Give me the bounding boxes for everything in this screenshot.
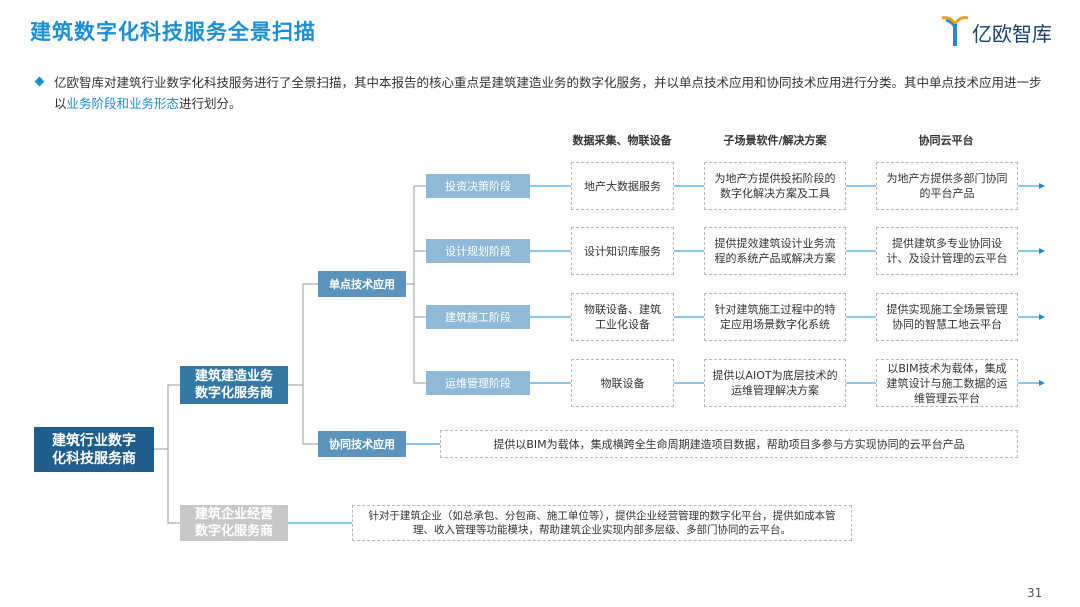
cloud-box-operation: 以BIM技术为载体，集成建筑设计与施工数据的运维管理云平台: [876, 359, 1018, 407]
root-node: 建筑行业数字化科技服务商: [34, 427, 154, 472]
enterprise-services-node: 建筑企业经营数字化服务商: [180, 505, 288, 541]
cloud-box-investment: 为地产方提供多部门协同的平台产品: [876, 162, 1018, 210]
collab-node: 协同技术应用: [318, 431, 406, 457]
single-point-node: 单点技术应用: [318, 271, 406, 297]
brand-logo-icon: [941, 16, 969, 46]
page-number: 31: [1027, 586, 1043, 600]
stage-investment: 投资决策阶段: [426, 174, 530, 198]
brand-logo: 亿欧智库: [940, 14, 1060, 50]
enterprise-description: 针对于建筑企业（如总承包、分包商、施工单位等），提供企业经营管理的数字化平台，提…: [352, 505, 852, 541]
root-node-label: 建筑行业数字化科技服务商: [52, 432, 136, 467]
page-title: 建筑数字化科技服务全景扫描: [30, 20, 316, 44]
brand-name: 亿欧智库: [972, 22, 1052, 46]
intro-text-after: 进行划分。: [179, 96, 242, 111]
construction-services-node: 建筑建造业务数字化服务商: [180, 366, 288, 404]
data-box-operation: 物联设备: [571, 359, 674, 407]
software-box-operation: 提供以AIOT为底层技术的运维管理解决方案: [704, 359, 846, 407]
software-box-design: 提供提效建筑设计业务流程的系统产品或解决方案: [704, 227, 846, 275]
software-box-construction: 针对建筑施工过程中的特定应用场景数字化系统: [704, 293, 846, 341]
stage-operation: 运维管理阶段: [426, 371, 530, 395]
column-header-cloud: 协同云平台: [918, 134, 974, 147]
intro-paragraph: 亿欧智库对建筑行业数字化科技服务进行了全景扫描，其中本报告的核心重点是建筑建造业…: [34, 72, 1053, 114]
intro-text-before: 亿欧智库对建筑行业数字化科技服务进行了全景扫描，其中本报告的核心重点是建筑建造业…: [54, 75, 1042, 111]
cloud-box-construction: 提供实现施工全场景管理协同的智慧工地云平台: [876, 293, 1018, 341]
cloud-box-design: 提供建筑多专业协同设计、及设计管理的云平台: [876, 227, 1018, 275]
column-header-software: 子场景软件/解决方案: [723, 134, 827, 147]
intro-highlight: 业务阶段和业务形态: [66, 96, 180, 111]
software-box-investment: 为地产方提供投拓阶段的数字化解决方案及工具: [704, 162, 846, 210]
data-box-construction: 物联设备、建筑工业化设备: [571, 293, 674, 341]
stage-construction: 建筑施工阶段: [426, 305, 530, 329]
stage-design: 设计规划阶段: [426, 239, 530, 263]
data-box-investment: 地产大数据服务: [571, 162, 674, 210]
construction-services-label: 建筑建造业务数字化服务商: [194, 369, 273, 401]
column-header-data: 数据采集、物联设备: [572, 134, 672, 147]
data-box-design: 设计知识库服务: [571, 227, 674, 275]
enterprise-services-label: 建筑企业经营数字化服务商: [194, 507, 273, 539]
collab-description: 提供以BIM为载体，集成横跨全生命周期建造项目数据，帮助项目多参与方实现协同的云…: [440, 430, 1018, 458]
